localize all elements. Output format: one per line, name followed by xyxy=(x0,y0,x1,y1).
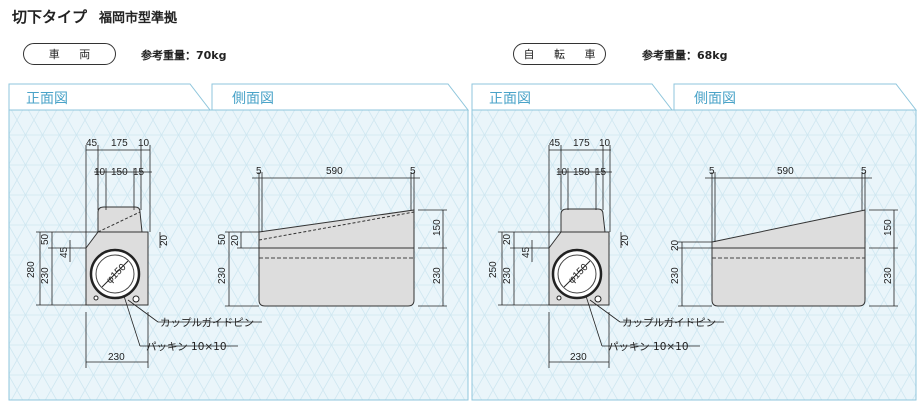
front-view-bicycle: φ150 xyxy=(548,208,610,306)
side-dim-left5: 5 xyxy=(256,166,262,177)
dim-mid-a: 10 xyxy=(556,167,568,178)
page-title: 切下タイプ福岡市型準拠 xyxy=(12,6,177,27)
tab-front-view: 正面図 xyxy=(489,91,531,107)
dim-top-c: 10 xyxy=(599,138,611,149)
bicycle-type-badge: 自 転 車 xyxy=(513,43,606,65)
front-dimensions-bicycle xyxy=(498,145,724,368)
dim-top-b: 175 xyxy=(111,138,128,149)
panel-bicycle: 正面図 側面図 φ150 45 175 10 10 xyxy=(471,83,918,401)
dim-top-a: 45 xyxy=(86,138,98,149)
dim-top-a: 45 xyxy=(549,138,561,149)
dim-left-230: 230 xyxy=(502,267,513,284)
label-guide-pin: カップルガイドピン xyxy=(160,317,254,329)
weight-vehicle: 参考重量：70kg xyxy=(141,49,227,62)
side-dim-right5: 5 xyxy=(410,166,416,177)
side-dim-left-20: 20 xyxy=(670,239,681,251)
dim-mid-b: 150 xyxy=(573,167,590,178)
label-packing: パッキン 10×10 xyxy=(608,341,689,353)
side-dim-left-50: 50 xyxy=(217,233,228,245)
side-dim-right-150: 150 xyxy=(883,219,894,236)
dim-bottom-width: 230 xyxy=(108,352,125,363)
dim-left-45: 45 xyxy=(521,246,532,258)
dim-left-50: 50 xyxy=(40,233,51,245)
dim-mid-b: 150 xyxy=(111,167,128,178)
side-dim-left5: 5 xyxy=(709,166,715,177)
weight-bicycle: 参考重量：68kg xyxy=(642,49,728,62)
tab-side-view: 側面図 xyxy=(694,91,736,107)
front-dimensions-vehicle xyxy=(36,145,262,368)
side-view-bicycle xyxy=(711,209,866,307)
dim-mid-c: 15 xyxy=(595,167,607,178)
side-view-vehicle xyxy=(258,209,415,307)
dim-right-20: 20 xyxy=(159,234,170,246)
side-dim-right-150: 150 xyxy=(432,219,443,236)
front-view-vehicle: φ150 xyxy=(85,206,149,306)
title-sub: 福岡市型準拠 xyxy=(99,11,178,26)
side-dimensions-bicycle xyxy=(678,172,898,307)
label-guide-pin: カップルガイドピン xyxy=(622,317,716,329)
tab-side-view: 側面図 xyxy=(232,91,274,107)
panel-vehicle: 正面図 側面図 φ150 45 17 xyxy=(8,83,470,401)
dim-top-c: 10 xyxy=(138,138,150,149)
side-dim-left-20: 20 xyxy=(230,234,241,246)
dim-top-b: 175 xyxy=(573,138,590,149)
side-dim-left-230: 230 xyxy=(217,267,228,284)
dim-left-20: 20 xyxy=(502,233,513,245)
side-dimensions-vehicle xyxy=(225,172,447,307)
tab-front-view: 正面図 xyxy=(26,91,68,107)
label-packing: パッキン 10×10 xyxy=(146,341,227,353)
vehicle-type-badge: 車 両 xyxy=(23,43,116,65)
dim-right-20: 20 xyxy=(620,234,631,246)
dim-mid-c: 15 xyxy=(133,167,145,178)
side-dim-right-230: 230 xyxy=(432,267,443,284)
side-dim-length: 590 xyxy=(777,166,794,177)
side-dim-length: 590 xyxy=(326,166,343,177)
dim-bottom-width: 230 xyxy=(570,352,587,363)
side-dim-left-230: 230 xyxy=(670,267,681,284)
dim-left-45: 45 xyxy=(59,246,70,258)
dim-left-230: 230 xyxy=(40,267,51,284)
dim-mid-a: 10 xyxy=(94,167,106,178)
side-dim-right5: 5 xyxy=(861,166,867,177)
side-dim-right-230: 230 xyxy=(883,267,894,284)
dim-total-height: 280 xyxy=(26,261,37,278)
title-main: 切下タイプ xyxy=(12,8,88,26)
dim-total-height: 250 xyxy=(488,261,499,278)
